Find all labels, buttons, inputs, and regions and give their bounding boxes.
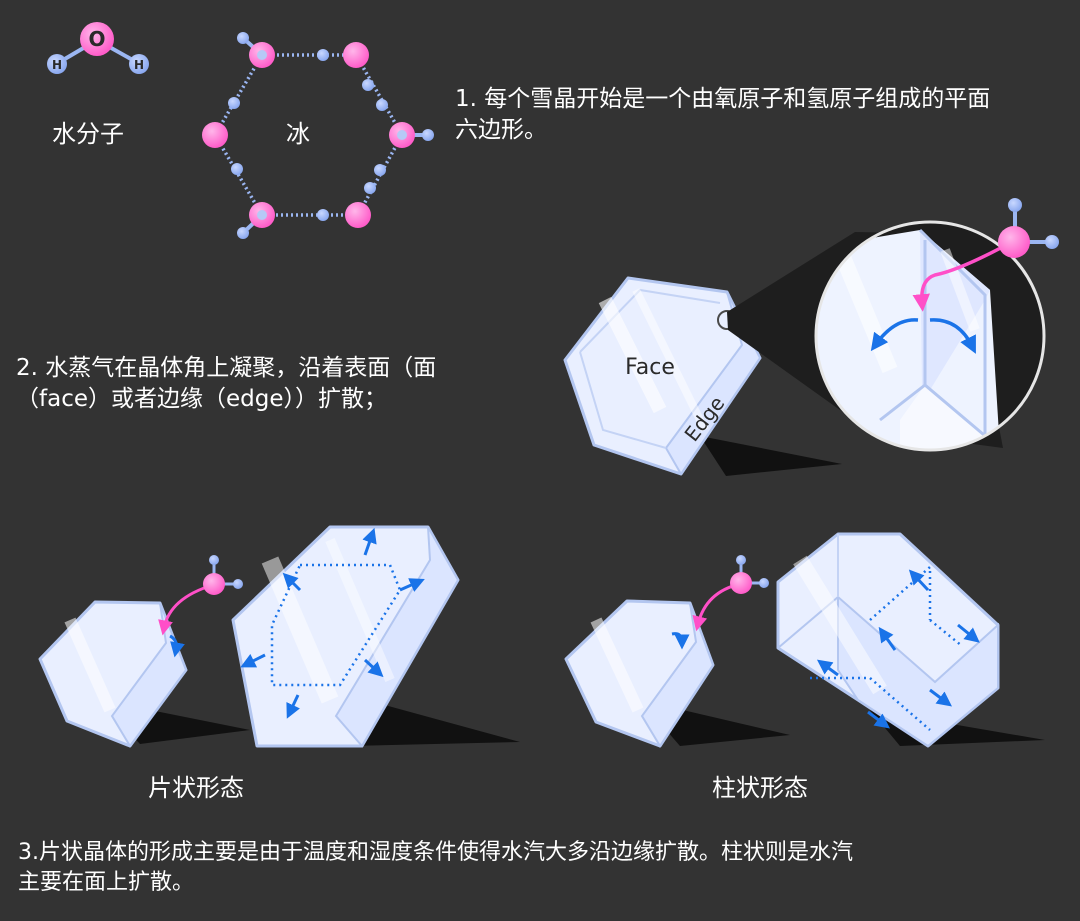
water-molecule: O H H <box>47 22 149 74</box>
column-crystal-large <box>776 532 1045 748</box>
face-label: Face <box>625 355 675 380</box>
hydrogen-atom <box>129 54 149 74</box>
water-molecule-label: 水分子 <box>52 120 124 148</box>
step3-text: 3.片状晶体的形成主要是由于温度和湿度条件使得水汽大多沿边缘扩散。柱状则是水汽 … <box>18 838 853 897</box>
step2-text: 2. 水蒸气在晶体角上凝聚，沿着表面（面 （face）或者边缘（edge））扩散… <box>16 353 436 415</box>
ice-hexagon <box>202 32 434 239</box>
zoom-view <box>814 198 1059 452</box>
oxygen-atom <box>80 22 114 56</box>
oxygen-symbol: O <box>88 27 105 51</box>
step2-line2: （face）或者边缘（edge））扩散； <box>16 386 387 413</box>
column-crystal-small <box>564 555 790 748</box>
hydrogen-symbol: H <box>52 58 62 72</box>
step3-line2: 主要在面上扩散。 <box>18 869 195 895</box>
step1-text: 1. 每个雪晶开始是一个由氧原子和氢原子组成的平面 六边形。 <box>455 84 990 146</box>
step1-line2: 六边形。 <box>455 117 547 144</box>
crystal-main: Face Edge <box>563 276 842 476</box>
ice-label: 冰 <box>286 120 310 148</box>
hydrogen-symbol: H <box>134 58 144 72</box>
column-form-label: 柱状形态 <box>712 774 808 802</box>
plate-form-label: 片状形态 <box>148 774 244 802</box>
step3-line1: 3.片状晶体的形成主要是由于温度和湿度条件使得水汽大多沿边缘扩散。柱状则是水汽 <box>18 840 853 865</box>
plate-crystal-large <box>231 525 520 748</box>
step2-line1: 2. 水蒸气在晶体角上凝聚，沿着表面（面 <box>16 355 437 381</box>
hydrogen-atom <box>47 54 67 74</box>
plate-crystal-small <box>38 555 250 748</box>
step1-line1: 1. 每个雪晶开始是一个由氧原子和氢原子组成的平面 <box>455 86 991 112</box>
